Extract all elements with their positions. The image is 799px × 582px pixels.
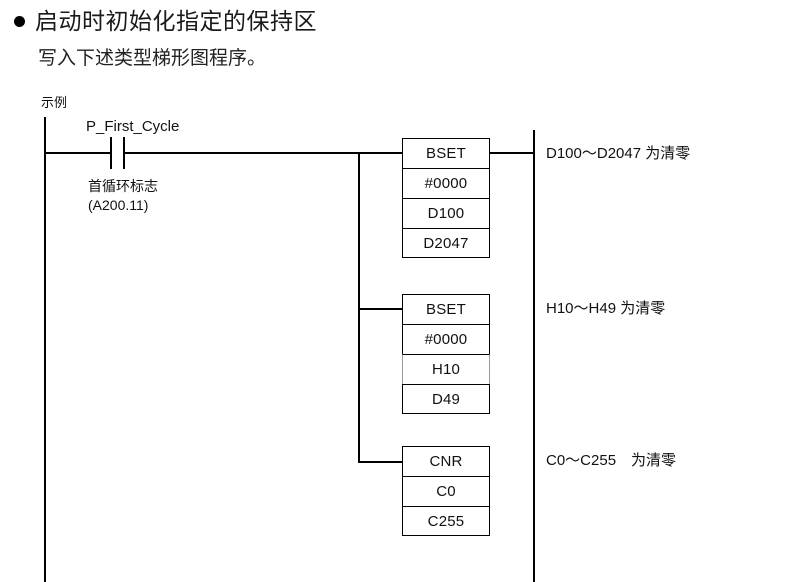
contact-bar-left: [110, 137, 112, 169]
instruction-row[interactable]: D2047: [402, 228, 490, 258]
left-power-rail: [44, 117, 46, 582]
contact-name-label: P_First_Cycle: [86, 118, 180, 135]
branch-line-3: [358, 461, 404, 463]
contact-description-label: 首循环标志: [88, 178, 158, 194]
page-heading: 启动时初始化指定的保持区: [14, 6, 317, 36]
branch-line-2: [358, 308, 404, 310]
rung-segment-left: [44, 152, 112, 154]
instruction-row[interactable]: BSET: [402, 294, 490, 324]
branch-line-1: [358, 152, 404, 154]
instruction-row[interactable]: #0000: [402, 324, 490, 354]
instruction-block-cnr[interactable]: CNR C0 C255: [402, 446, 490, 536]
instruction-row[interactable]: D100: [402, 198, 490, 228]
instruction-block-bset-h[interactable]: BSET #0000 H10 D49: [402, 294, 490, 414]
block-annotation-3: C0～C255 为清零: [546, 452, 677, 469]
contact-address-label: (A200.11): [88, 197, 149, 213]
example-label: 示例: [41, 95, 68, 110]
block-annotation-2: H10～H49 为清零: [546, 300, 666, 317]
block-annotation-1: D100～D2047 为清零: [546, 145, 691, 162]
instruction-row[interactable]: H10: [402, 354, 490, 384]
rung-segment-to-branch: [125, 152, 360, 154]
instruction-row[interactable]: BSET: [402, 138, 490, 168]
instruction-row[interactable]: C255: [402, 506, 490, 536]
output-line-to-right-rail: [489, 152, 534, 154]
right-power-rail: [533, 130, 535, 582]
bullet-icon: [14, 15, 25, 27]
instruction-block-bset-d[interactable]: BSET #0000 D100 D2047: [402, 138, 490, 258]
instruction-row[interactable]: CNR: [402, 446, 490, 476]
page-subtitle: 写入下述类型梯形图程序。: [38, 48, 267, 69]
instruction-row[interactable]: #0000: [402, 168, 490, 198]
page-title: 启动时初始化指定的保持区: [35, 8, 317, 34]
instruction-row[interactable]: C0: [402, 476, 490, 506]
branch-trunk-line: [358, 152, 360, 463]
instruction-row[interactable]: D49: [402, 384, 490, 414]
contact-bar-right: [123, 137, 125, 169]
